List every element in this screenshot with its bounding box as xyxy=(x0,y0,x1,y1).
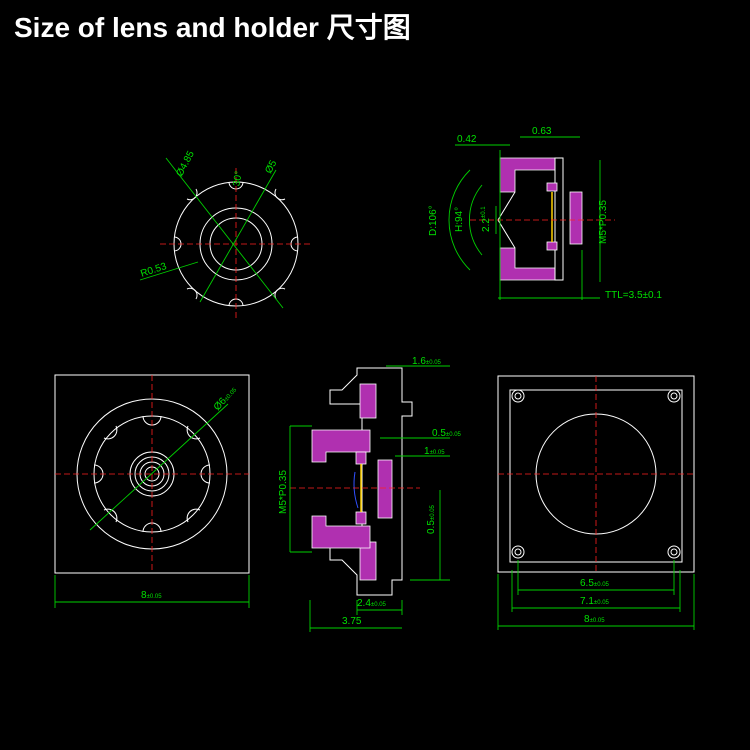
back-hole-bl xyxy=(511,545,525,559)
dim-0-5-top: 0.5±0.05 xyxy=(432,428,462,439)
holder-back-view: 6.5±0.05 7.1±0.05 8±0.05 xyxy=(497,375,695,630)
dim-1: 1±0.05 xyxy=(424,446,445,457)
lens-sensor xyxy=(569,191,583,245)
dim-1-6: 1.6±0.05 xyxy=(412,356,442,367)
dim-thread: M5*P0.35 xyxy=(598,200,609,244)
dim-ttl: TTL=3.5±0.1 xyxy=(605,290,662,301)
dim-width-8: 8±0.05 xyxy=(141,590,162,601)
lens-top-view: Ø4.85 Ø5 30° R0.53 xyxy=(139,149,312,320)
dim-2-4: 2.4±0.05 xyxy=(357,598,387,609)
dim-fov-d: D:106° xyxy=(428,205,439,236)
dim-angle: 30° xyxy=(231,170,244,187)
dim-0-5-bottom: 0.5±0.05 xyxy=(426,504,437,534)
holder-body xyxy=(329,367,413,596)
back-hole-tr xyxy=(667,389,681,403)
dim-thread-section: M5*P0.35 xyxy=(278,470,289,514)
lens-barrel-bottom xyxy=(499,247,556,281)
holder-section-view: 1.6±0.05 0.5±0.05 1±0.05 0.5±0.05 M5*P0.… xyxy=(278,356,462,632)
dim-0-63: 0.63 xyxy=(532,126,552,137)
back-inner-square xyxy=(509,389,683,563)
fov-d-arc xyxy=(448,169,471,271)
holder-front-view: Ø6±0.05 8±0.05 xyxy=(54,374,250,608)
dim-diameter-4-85: Ø4.85 xyxy=(174,149,197,179)
dim-0-42: 0.42 xyxy=(457,134,477,145)
dim-diameter-5: Ø5 xyxy=(263,158,279,175)
back-hole-br xyxy=(667,545,681,559)
lens-side-view: 0.42 0.63 D:106° H:94° 2.2±0.1 M5*P0.35 … xyxy=(428,126,662,301)
dim-3-75: 3.75 xyxy=(342,616,362,627)
dim-fov-h: H:94° xyxy=(454,207,465,232)
dim-efl: 2.2±0.1 xyxy=(481,206,492,232)
dim-8-back: 8±0.05 xyxy=(584,614,605,625)
dim-6-5: 6.5±0.05 xyxy=(580,578,610,589)
section-barrel-top xyxy=(311,429,371,463)
dim-7-1: 7.1±0.05 xyxy=(580,596,610,607)
dim-radius: R0.53 xyxy=(139,261,168,280)
section-sensor xyxy=(377,459,393,519)
back-hole-tl xyxy=(511,389,525,403)
section-barrel-bottom xyxy=(311,515,371,549)
page-title: Size of lens and holder 尺寸图 xyxy=(14,12,411,43)
dim-diameter-6: Ø6±0.05 xyxy=(212,384,240,413)
fov-h-arc xyxy=(469,184,483,256)
